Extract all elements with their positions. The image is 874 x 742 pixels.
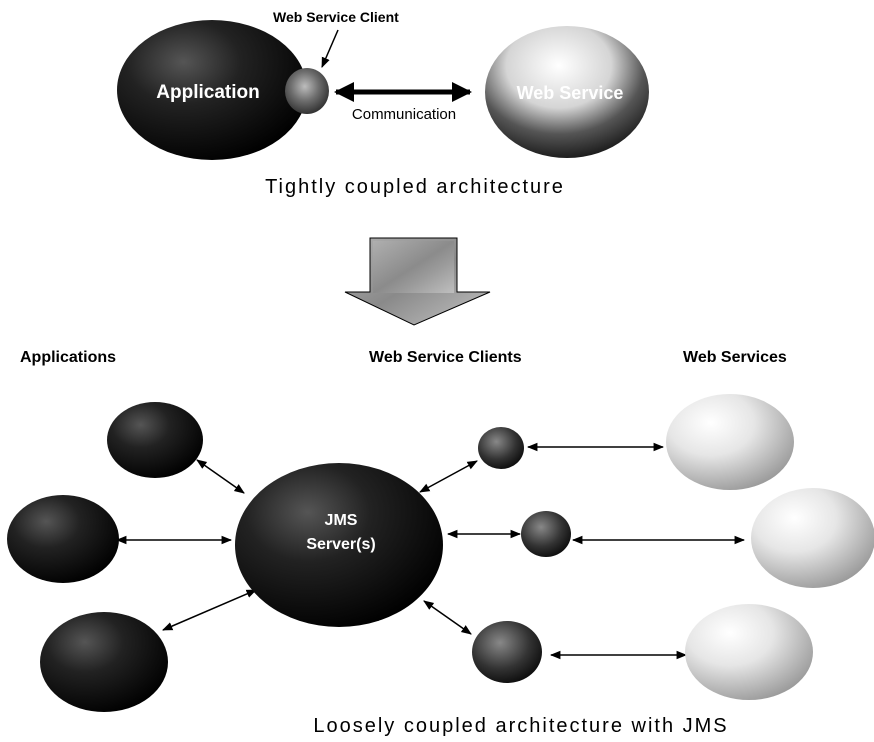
application-label: Application bbox=[156, 82, 259, 103]
client-pointer-arrow bbox=[321, 29, 339, 68]
web-service-sphere-3 bbox=[685, 604, 813, 700]
app3-jms-arrow bbox=[162, 589, 257, 631]
applications-header: Applications bbox=[20, 349, 116, 366]
transition-down-arrow bbox=[344, 237, 491, 326]
web-services-header: Web Services bbox=[683, 349, 787, 366]
web-service-label: Web Service bbox=[517, 83, 624, 103]
tightly-coupled-section: Application Web Service Client Communica… bbox=[117, 9, 649, 198]
application-sphere-3 bbox=[40, 612, 168, 712]
web-service-client-sphere bbox=[285, 68, 329, 114]
connection-arrows bbox=[115, 442, 746, 660]
web-service-clients-header: Web Service Clients bbox=[369, 349, 522, 366]
web-service-client-sphere-2 bbox=[521, 511, 571, 557]
jms-label-line2: Server(s) bbox=[306, 536, 375, 553]
web-service-sphere-2 bbox=[751, 488, 874, 588]
web-service-sphere-1 bbox=[666, 394, 794, 490]
jms-label-line1: JMS bbox=[325, 512, 358, 529]
web-service-client-sphere-1 bbox=[478, 427, 524, 469]
jms-client3-arrow bbox=[423, 600, 472, 635]
jms-server-sphere bbox=[235, 463, 443, 627]
tightly-coupled-caption: Tightly coupled architecture bbox=[265, 176, 565, 198]
app1-jms-arrow bbox=[196, 459, 245, 494]
jms-client1-arrow bbox=[419, 460, 478, 493]
web-service-sphere bbox=[485, 26, 649, 158]
loosely-coupled-caption: Loosely coupled architecture with JMS bbox=[313, 715, 728, 737]
web-service-client-label: Web Service Client bbox=[273, 9, 399, 25]
application-sphere bbox=[117, 20, 307, 160]
application-sphere-2 bbox=[7, 495, 119, 583]
application-sphere-1 bbox=[107, 402, 203, 478]
communication-label: Communication bbox=[352, 106, 456, 123]
web-service-client-sphere-3 bbox=[472, 621, 542, 683]
loosely-coupled-section: Applications Web Service Clients Web Ser… bbox=[7, 349, 874, 737]
